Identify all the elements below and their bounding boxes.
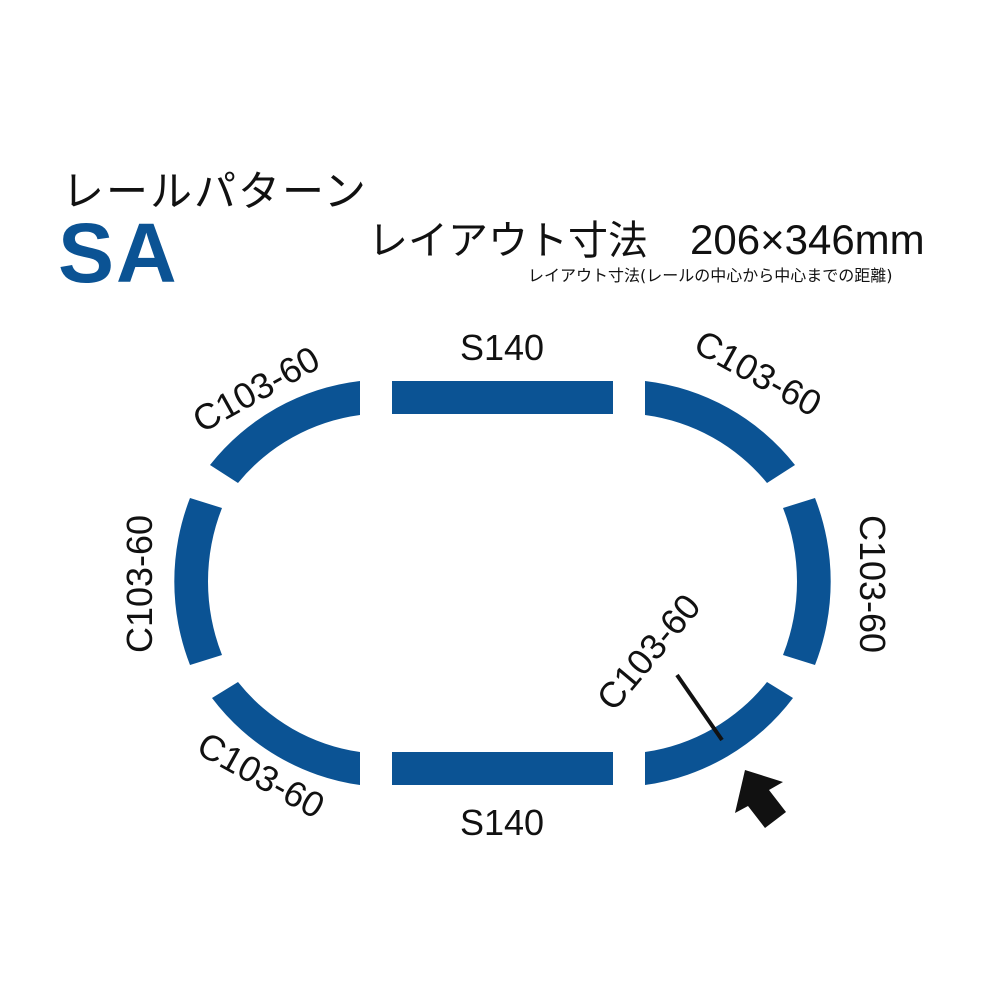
- callout-line: [675, 673, 724, 742]
- straight-rail-bottom: [392, 752, 613, 785]
- curve-rail-top-right: [645, 381, 795, 483]
- label-straight-top: S140: [460, 327, 544, 368]
- dimension-label: レイアウト寸法: [368, 218, 648, 264]
- dimension-line: レイアウト寸法 206×346mm: [368, 208, 925, 266]
- label-curve-left: C103-60: [119, 515, 160, 653]
- dimension-note: レイアウト寸法(レールの中心から中心までの距離): [528, 266, 893, 285]
- label-curve-right: C103-60: [852, 515, 893, 653]
- label-curve-bottom-right: C103-60: [588, 586, 708, 718]
- pattern-code: SA: [58, 206, 179, 300]
- arrow-icon: [735, 770, 786, 828]
- curve-rail-right: [783, 498, 831, 665]
- pattern-heading: レールパターン: [62, 167, 368, 216]
- curve-rail-left: [174, 498, 222, 665]
- dimension-value: 206×346mm: [690, 216, 925, 263]
- label-straight-bottom: S140: [460, 802, 544, 843]
- curve-rail-top-left: [210, 381, 360, 483]
- straight-rail-top: [392, 381, 613, 414]
- curve-rail-bottom-left: [212, 682, 360, 785]
